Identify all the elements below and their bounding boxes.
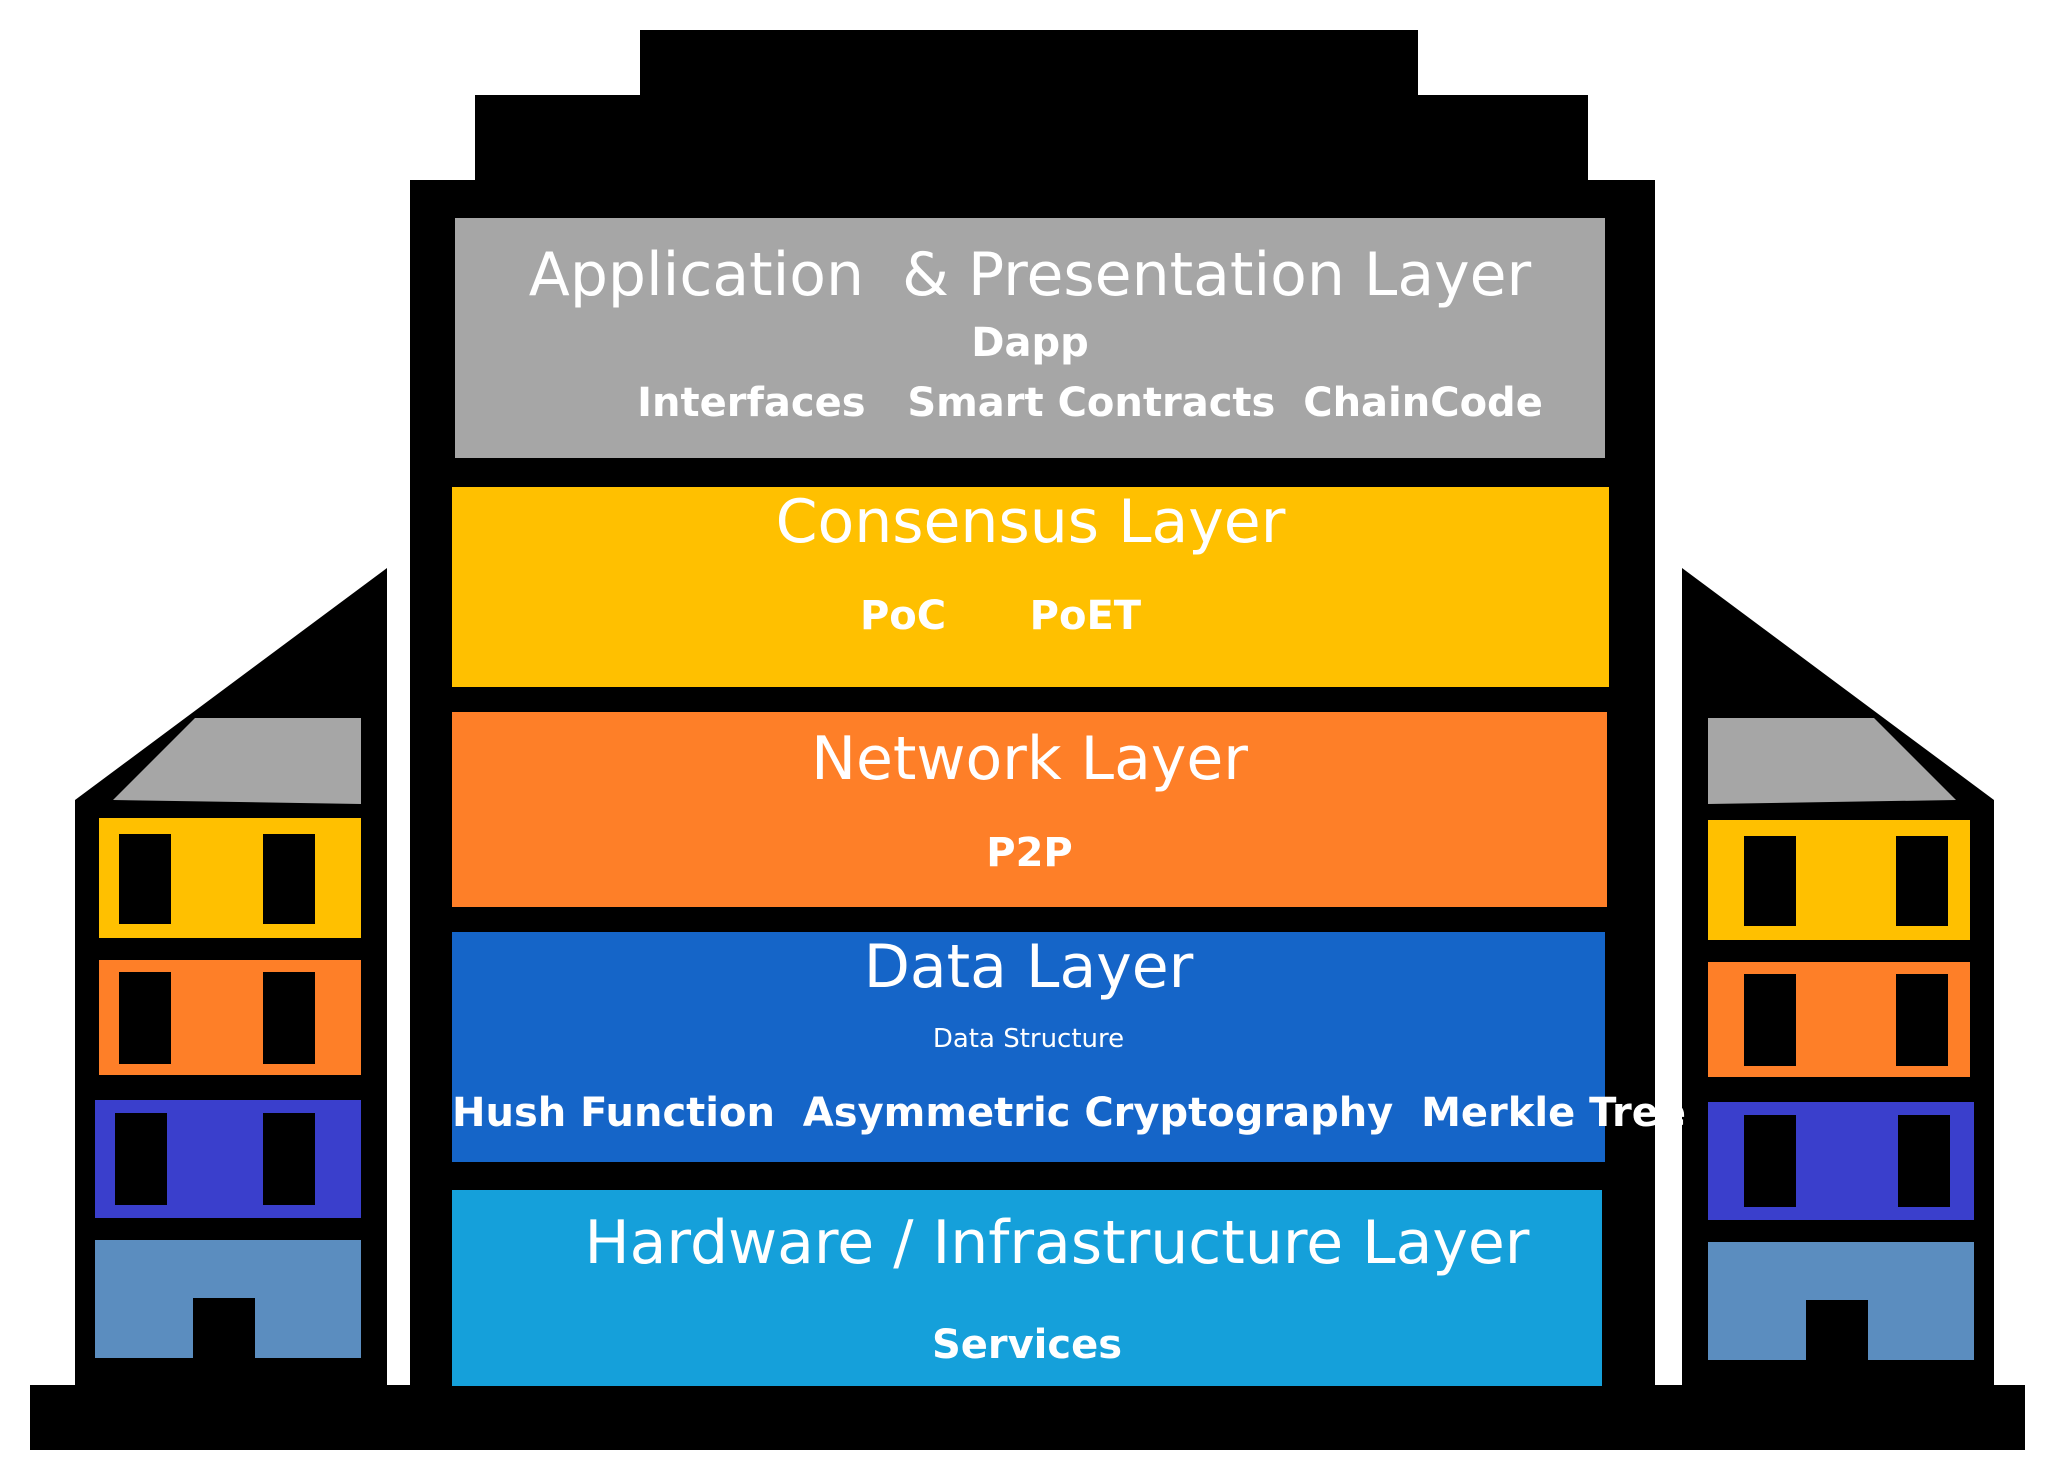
data-layer: Data Layer Data Structure Hush Function …	[452, 932, 1687, 1162]
hardware-layer-services: Services	[931, 1322, 1123, 1368]
consensus-layer-title: Consensus Layer	[775, 487, 1286, 557]
left-window	[115, 1113, 167, 1205]
right-window	[1744, 1115, 1796, 1207]
left-side-building	[75, 568, 387, 1398]
consensus-layer: Consensus Layer PoC PoET	[452, 487, 1609, 687]
data-layer-components: Hush Function Asymmetric Cryptography Me…	[452, 1090, 1687, 1136]
hardware-layer-title: Hardware / Infrastructure Layer	[584, 1208, 1530, 1278]
left-window	[119, 834, 171, 924]
application-layer: Application & Presentation Layer Dapp In…	[455, 218, 1605, 458]
network-layer-title: Network Layer	[811, 724, 1248, 794]
application-layer-components: Interfaces Smart Contracts ChainCode	[637, 380, 1543, 426]
data-layer-title: Data Layer	[863, 932, 1194, 1002]
right-window	[1896, 836, 1948, 926]
left-window	[263, 972, 315, 1064]
data-layer-caption: Data Structure	[932, 1024, 1125, 1054]
left-door	[193, 1298, 255, 1358]
left-window	[119, 972, 171, 1064]
application-layer-dapp: Dapp	[971, 320, 1089, 366]
right-window	[1744, 836, 1796, 926]
right-window	[1896, 974, 1948, 1066]
consensus-layer-protocols: PoC PoET	[859, 593, 1142, 639]
right-window	[1898, 1115, 1950, 1207]
application-layer-title: Application & Presentation Layer	[528, 240, 1532, 310]
network-layer: Network Layer P2P	[452, 712, 1607, 907]
right-door	[1806, 1300, 1868, 1360]
right-window	[1744, 974, 1796, 1066]
left-window	[263, 1113, 315, 1205]
building-roof-top	[640, 30, 1418, 100]
network-layer-p2p: P2P	[986, 830, 1073, 876]
right-side-building	[1682, 568, 1994, 1398]
hardware-layer: Hardware / Infrastructure Layer Services	[452, 1190, 1602, 1386]
building-roof-middle	[475, 95, 1588, 190]
left-window	[263, 834, 315, 924]
